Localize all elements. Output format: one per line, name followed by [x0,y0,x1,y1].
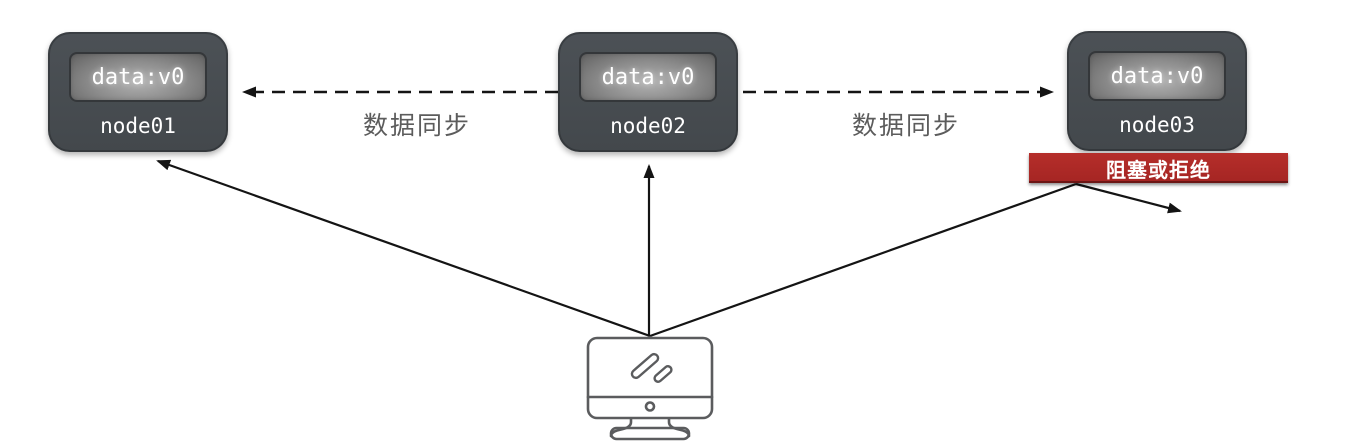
block-banner: 阻塞或拒绝 [1029,153,1288,183]
rejected-request-deflect-arrow [1075,182,1182,214]
node-node03: data:v0 node03 [1067,31,1247,151]
node01-data-label: data:v0 [91,64,185,90]
node01-name-label: node01 [100,114,176,138]
node03-data-label: data:v0 [1110,63,1204,89]
computer-monitor-icon [586,336,714,441]
node02-data-screen: data:v0 [579,52,717,102]
node02-name-label: node02 [610,114,686,138]
node03-name-label: node03 [1119,113,1195,137]
client-request-arrow-node01 [156,159,651,338]
node02-data-label: data:v0 [601,64,695,90]
node-node01: data:v0 node01 [48,32,228,152]
pen-slash-logo-icon [630,352,673,383]
block-banner-label: 阻塞或拒绝 [1106,159,1211,182]
node03-data-screen: data:v0 [1088,51,1226,101]
monitor-base [609,426,691,441]
sync-label-left: 数据同步 [362,112,471,140]
node01-data-screen: data:v0 [69,52,207,102]
monitor-button [644,401,656,412]
sync-label-right: 数据同步 [851,112,960,140]
client-request-line-node03 [649,182,1077,338]
node-node02: data:v0 node02 [558,32,738,152]
monitor-frame [586,336,714,420]
